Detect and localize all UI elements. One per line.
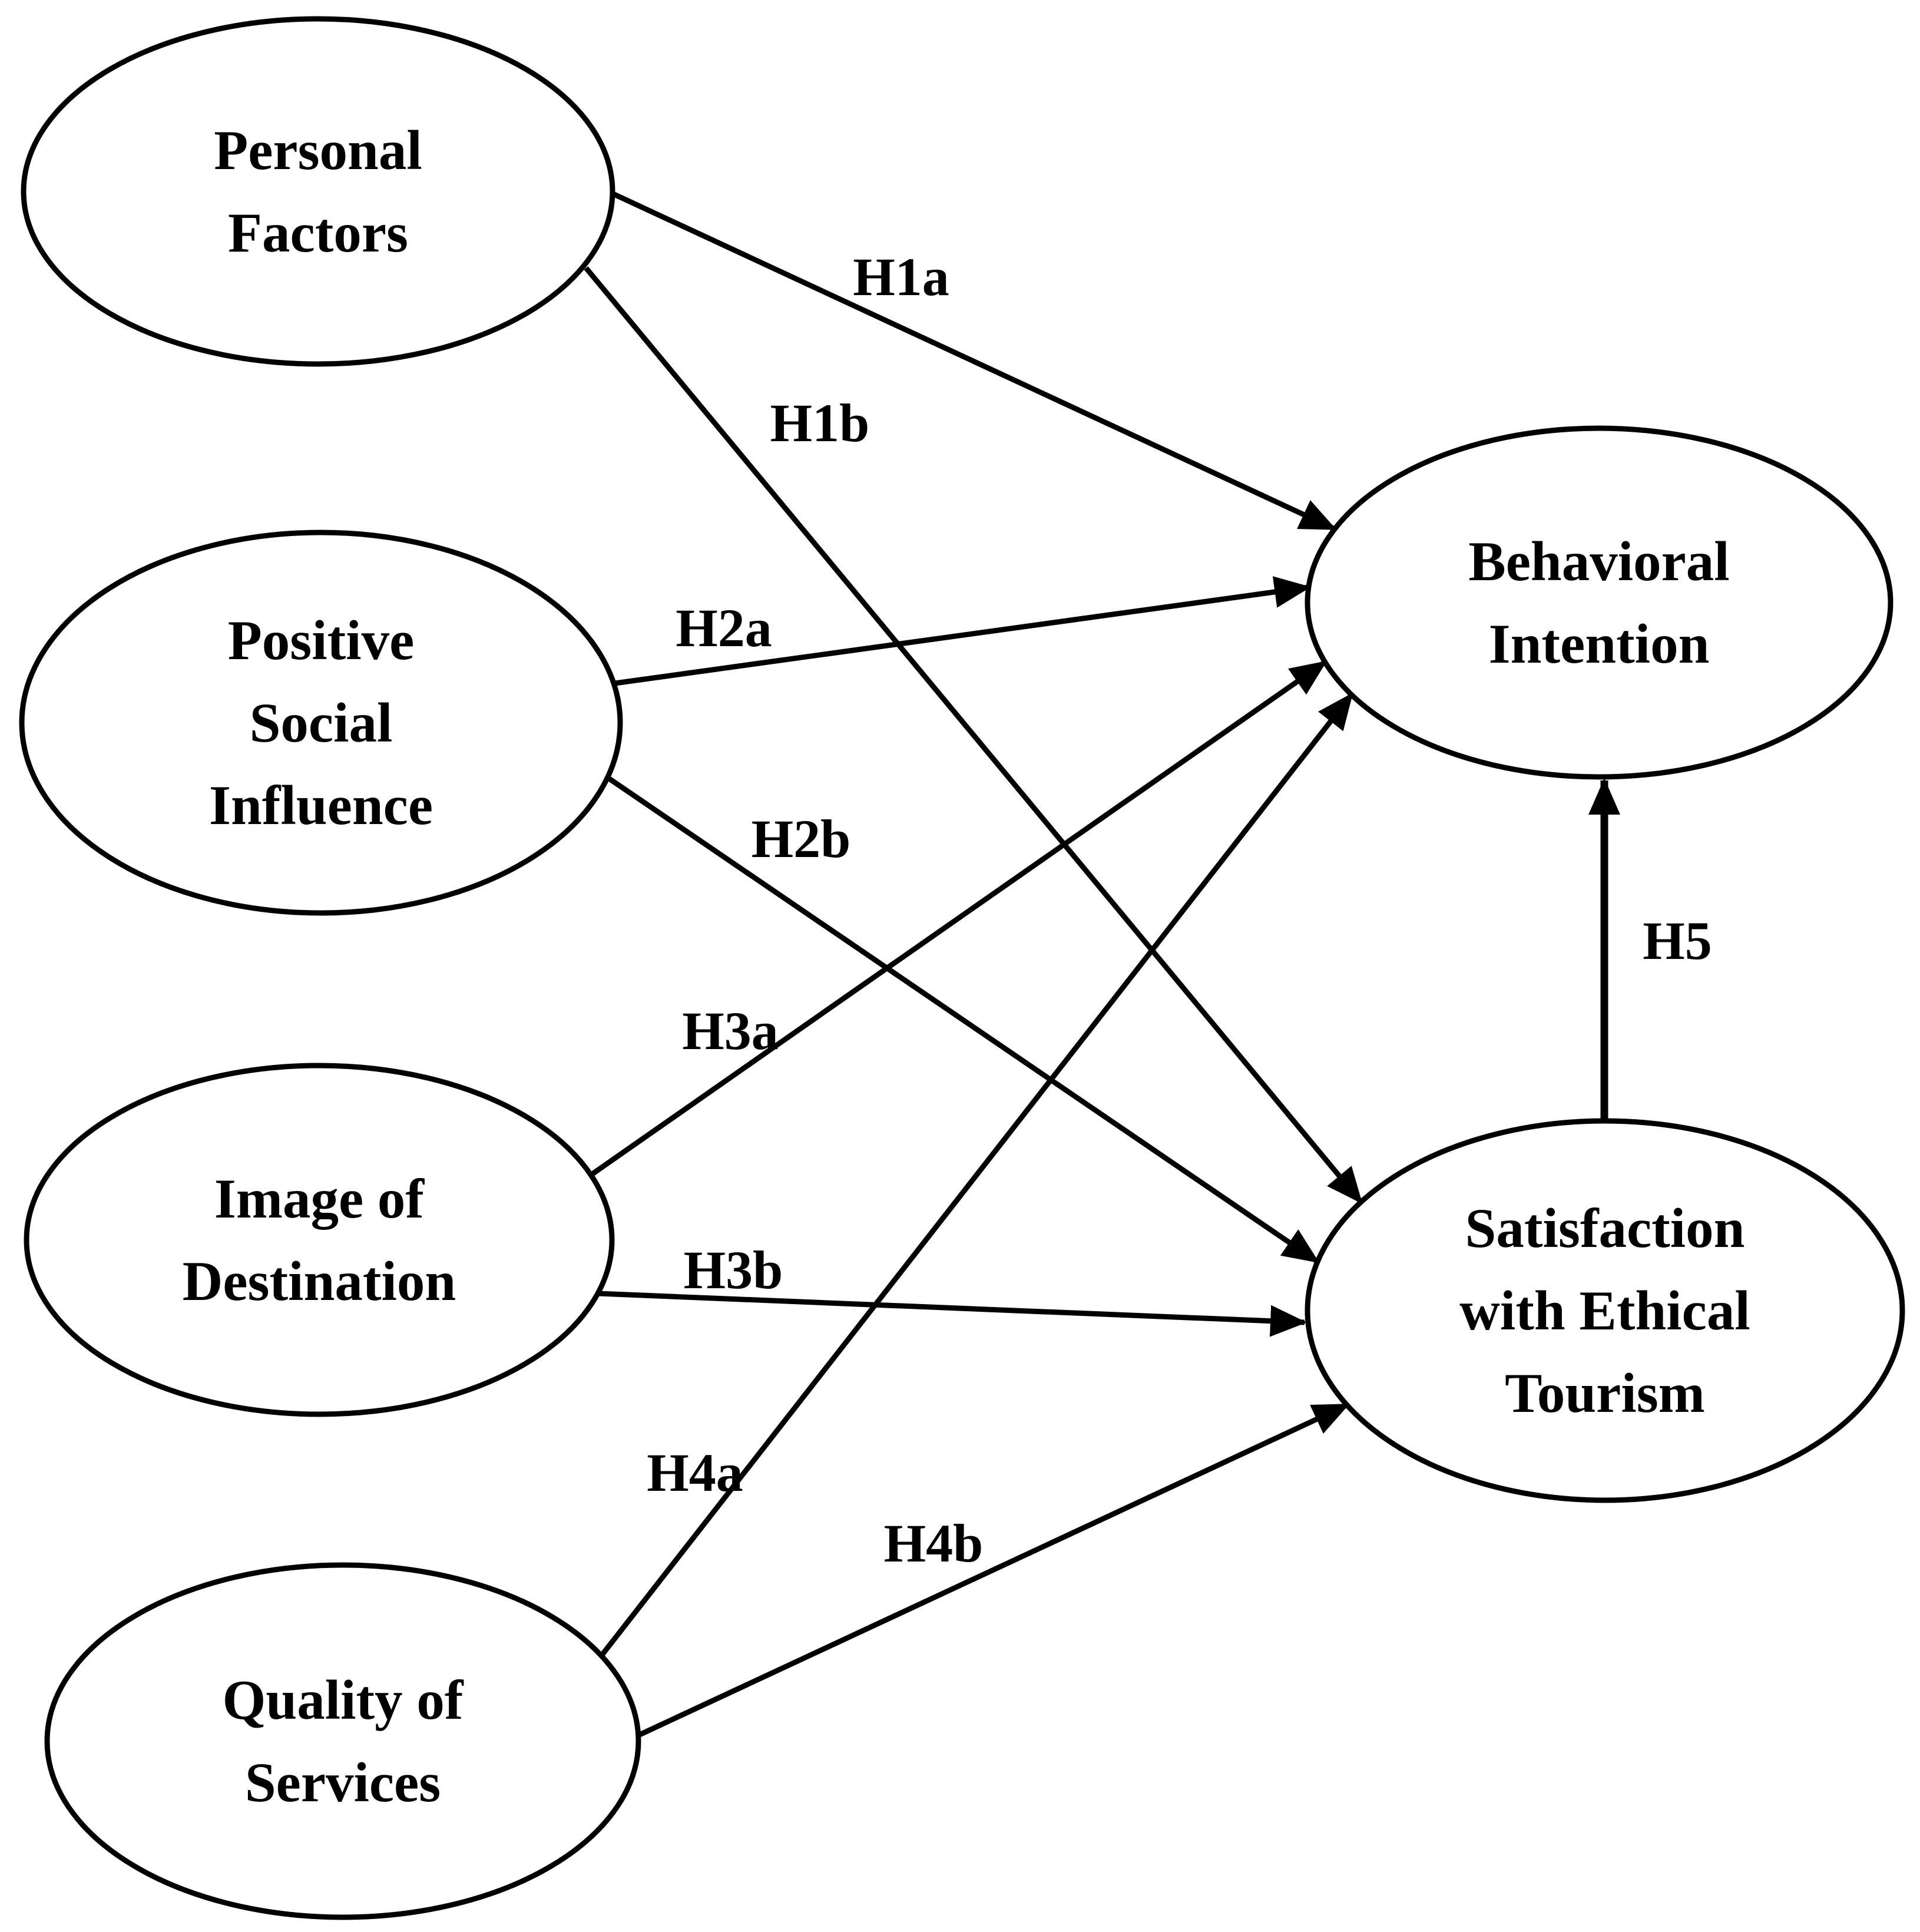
node-label-behavioral-intention-line-1: Behavioral (1468, 530, 1729, 593)
node-label-positive-social-influence-line-3: Influence (209, 774, 433, 836)
node-label-satisfaction-ethical-tourism-line-2: with Ethical (1459, 1279, 1750, 1342)
node-ellipse-quality-of-services (44, 1562, 641, 1920)
node-ellipse-personal-factors (21, 16, 615, 367)
edge-line-H2b (607, 776, 1320, 1264)
edge-line-H3a (589, 660, 1328, 1177)
edge-label-H2a: H2a (676, 598, 772, 658)
edge-label-H4b: H4b (884, 1513, 984, 1573)
node-ellipse-positive-social-influence (19, 530, 623, 916)
node-label-positive-social-influence-line-2: Social (250, 692, 393, 754)
node-label-behavioral-intention-line-2: Intention (1489, 613, 1710, 675)
node-label-satisfaction-ethical-tourism-line-1: Satisfaction (1465, 1197, 1745, 1259)
edge-label-H3b: H3b (684, 1240, 783, 1300)
node-label-satisfaction-ethical-tourism-line-3: Tourism (1505, 1362, 1705, 1424)
edge-line-H4b (637, 1402, 1350, 1738)
node-label-image-of-destination-line-1: Image of (214, 1167, 425, 1230)
edge-label-H1b: H1b (770, 393, 870, 453)
edge-label-H3a: H3a (682, 1001, 779, 1061)
node-ellipse-behavioral-intention (1305, 425, 1893, 780)
edge-line-H3b (597, 1291, 1307, 1337)
edge-line-H1b (584, 266, 1363, 1205)
edge-label-H1a: H1a (853, 247, 949, 307)
edge-line-H1a (613, 191, 1337, 532)
edge-label-H5: H5 (1643, 911, 1712, 971)
node-label-image-of-destination-line-2: Destination (183, 1250, 456, 1312)
edge-line-H4a (599, 692, 1354, 1658)
edge-line-H2a (614, 576, 1311, 686)
edge-label-H2b: H2b (752, 809, 851, 869)
node-label-personal-factors-line-2: Factors (228, 201, 408, 264)
node-label-personal-factors-line-1: Personal (214, 119, 422, 181)
edge-label-H4a: H4a (647, 1443, 743, 1503)
node-ellipse-image-of-destination (24, 1063, 615, 1417)
node-label-quality-of-services-line-1: Quality of (222, 1669, 464, 1731)
node-label-quality-of-services-line-2: Services (245, 1751, 441, 1814)
node-label-positive-social-influence-line-1: Positive (228, 609, 415, 671)
